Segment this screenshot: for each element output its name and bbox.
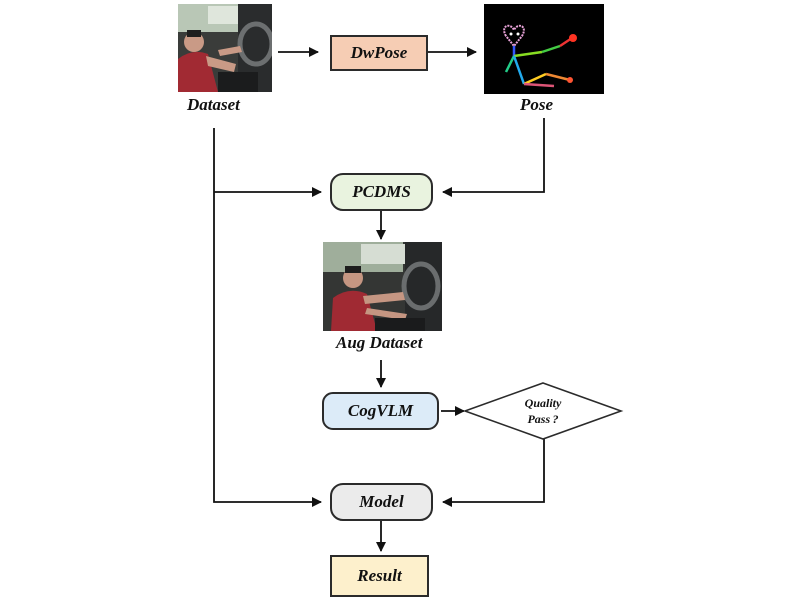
cogvlm-node: CogVLM bbox=[322, 392, 439, 430]
pose-skeleton-icon bbox=[484, 4, 604, 94]
arrow-pose-to-pcdms bbox=[442, 118, 545, 197]
model-node: Model bbox=[330, 483, 433, 521]
aug-dataset-image bbox=[323, 242, 442, 331]
quality-diamond bbox=[462, 382, 624, 440]
arrow-dataset-to-model bbox=[213, 128, 322, 507]
dataset-label: Dataset bbox=[187, 95, 240, 114]
quality-line-1: Quality bbox=[524, 396, 562, 410]
dwpose-node: DwPose bbox=[330, 35, 428, 71]
driver-photo-icon bbox=[178, 4, 272, 92]
dataset-image bbox=[178, 4, 272, 92]
pose-label: Pose bbox=[520, 95, 554, 114]
quality-pass-text: Quality Pass ? bbox=[505, 395, 581, 427]
result-node: Result bbox=[330, 555, 429, 597]
arrow-quality-to-model bbox=[442, 438, 545, 507]
pose-image bbox=[484, 4, 604, 94]
pcdms-node: PCDMS bbox=[330, 173, 433, 211]
augmented-driver-photo-icon bbox=[323, 242, 442, 331]
aug-dataset-label: Aug Dataset bbox=[336, 333, 423, 352]
quality-line-2: Pass ? bbox=[527, 412, 559, 426]
